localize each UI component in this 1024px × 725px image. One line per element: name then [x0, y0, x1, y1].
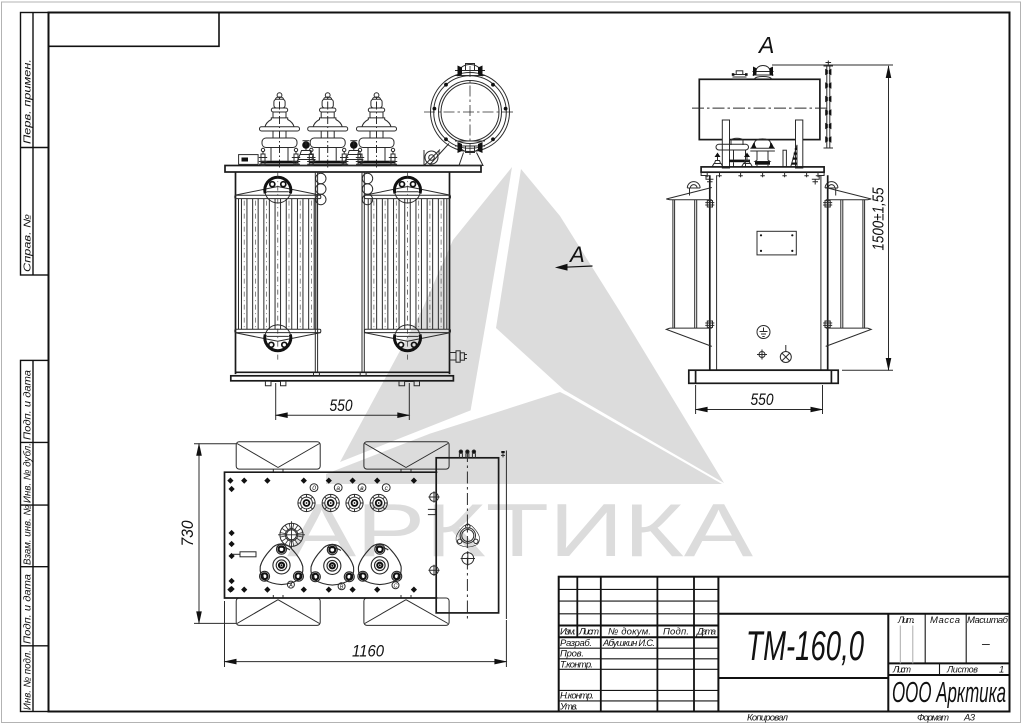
svg-text:550: 550 — [330, 396, 353, 415]
svg-text:730: 730 — [178, 520, 197, 546]
svg-text:Масса: Масса — [930, 615, 960, 626]
svg-text:Изм.: Изм. — [560, 627, 576, 638]
svg-text:А: А — [757, 32, 774, 58]
svg-text:1160: 1160 — [352, 642, 384, 661]
svg-text:Н.контр.: Н.контр. — [560, 691, 594, 702]
svg-text:Инв. № подл.: Инв. № подл. — [23, 650, 34, 710]
svg-text:Разраб.: Разраб. — [560, 638, 592, 649]
svg-text:Копировал: Копировал — [747, 713, 789, 724]
svg-text:1: 1 — [999, 665, 1004, 676]
svg-text:ТМ-160,0: ТМ-160,0 — [746, 622, 864, 669]
svg-text:а: а — [336, 485, 340, 492]
svg-text:Подп. и дата: Подп. и дата — [23, 574, 34, 644]
svg-text:А: А — [288, 583, 293, 589]
svg-text:Подп. и дата: Подп. и дата — [23, 370, 34, 440]
svg-text:В: В — [340, 585, 344, 591]
svg-text:Т.контр.: Т.контр. — [560, 660, 593, 671]
svg-text:Подп.: Подп. — [663, 627, 689, 638]
svg-text:А3: А3 — [963, 713, 976, 724]
svg-text:Пров.: Пров. — [560, 649, 584, 660]
svg-text:ООО Арктика: ООО Арктика — [892, 677, 1006, 709]
svg-text:1500±1,55: 1500±1,55 — [871, 187, 888, 250]
svg-text:Инв. № дубл.: Инв. № дубл. — [22, 443, 34, 503]
svg-text:Листов: Листов — [946, 665, 978, 675]
svg-text:Дата: Дата — [696, 627, 716, 638]
svg-text:550: 550 — [751, 390, 774, 409]
svg-text:С: С — [394, 584, 398, 590]
svg-text:Лит.: Лит. — [897, 615, 915, 625]
svg-text:–: – — [981, 635, 990, 651]
svg-text:Формат: Формат — [917, 713, 949, 724]
svg-text:№ докум.: № докум. — [608, 627, 651, 638]
svg-text:Лист: Лист — [892, 665, 912, 675]
svg-text:Масштаб: Масштаб — [967, 615, 1009, 626]
svg-text:Справ. №: Справ. № — [23, 214, 34, 272]
svg-text:АРКТИКА: АРКТИКА — [287, 488, 753, 572]
svg-text:А: А — [568, 242, 585, 267]
svg-text:Лист: Лист — [578, 627, 599, 638]
svg-text:Перв. примен.: Перв. примен. — [23, 59, 34, 144]
svg-text:в: в — [360, 485, 364, 492]
svg-text:0: 0 — [312, 485, 316, 492]
svg-text:Взам. инв. №: Взам. инв. № — [23, 505, 34, 565]
svg-text:Абушкин И.С.: Абушкин И.С. — [602, 638, 655, 649]
svg-text:с: с — [385, 485, 389, 492]
svg-text:Утв.: Утв. — [559, 701, 578, 712]
